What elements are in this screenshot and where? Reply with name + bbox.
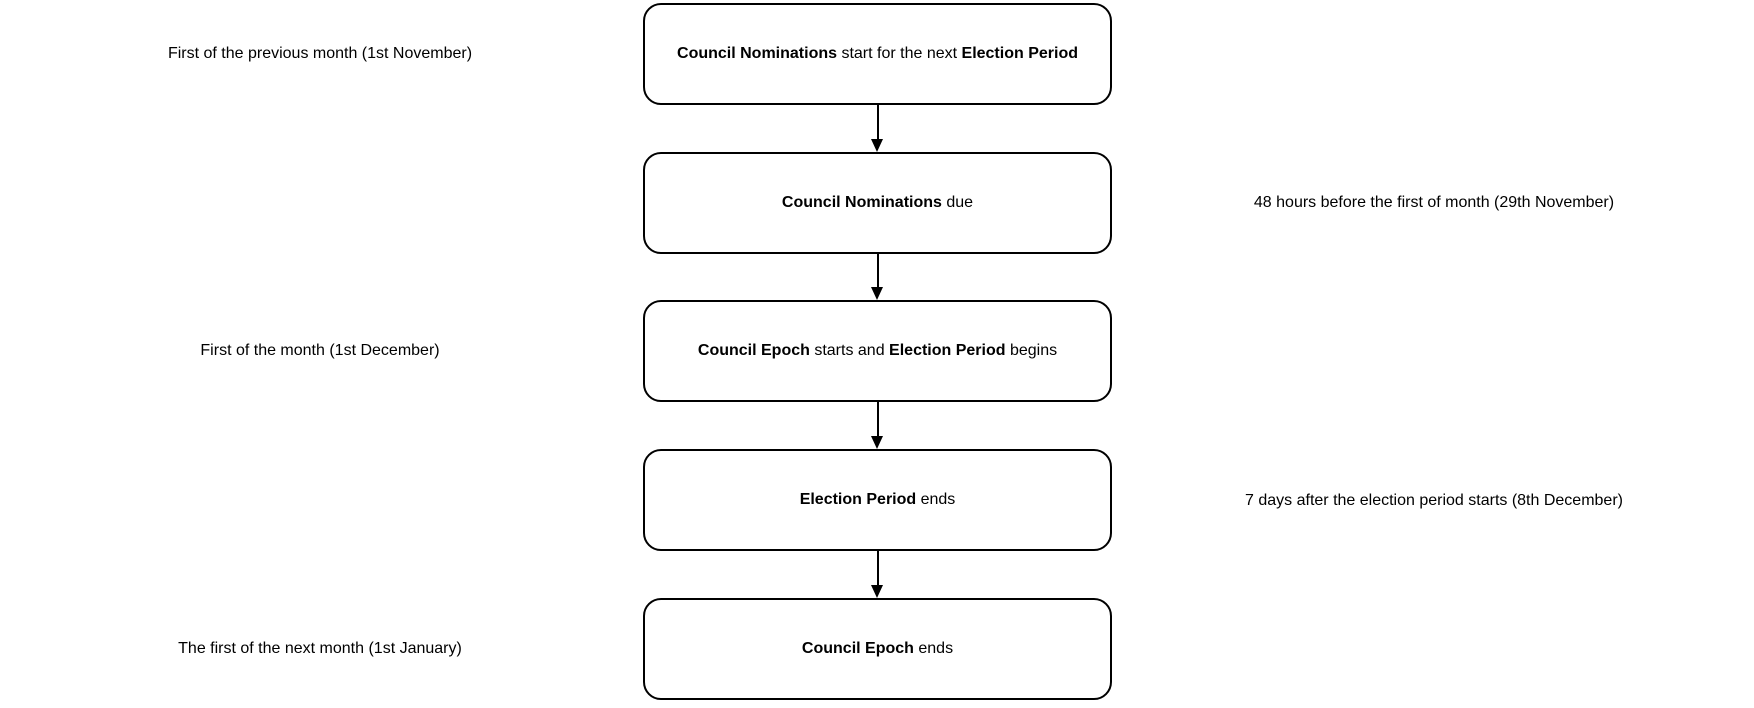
node-label: Council Nominations start for the next E…: [677, 45, 1078, 62]
arrow-down-icon: [871, 436, 883, 449]
node-label: Council Epoch starts and Election Period…: [697, 342, 1058, 359]
arrow-shaft: [876, 551, 879, 587]
arrow-down-icon: [871, 585, 883, 598]
connector-arrow-1: [869, 105, 886, 152]
node-label: Election Period ends: [799, 491, 956, 508]
arrow-shaft: [876, 105, 879, 141]
flow-node-epoch-starts: Council Epoch starts and Election Period…: [643, 300, 1112, 402]
connector-arrow-3: [869, 402, 886, 449]
flow-node-nominations-start: Council Nominations start for the next E…: [643, 3, 1112, 105]
side-label-previous-month: First of the previous month (1st Novembe…: [167, 45, 473, 62]
side-label-next-month: The first of the next month (1st January…: [178, 640, 462, 657]
node-label: Council Epoch ends: [801, 640, 954, 657]
arrow-down-icon: [871, 139, 883, 152]
arrow-down-icon: [871, 287, 883, 300]
side-label-first-of-month: First of the month (1st December): [200, 342, 440, 359]
connector-arrow-4: [869, 551, 886, 598]
connector-arrow-2: [869, 254, 886, 300]
side-label-48-hours-before: 48 hours before the first of month (29th…: [1253, 194, 1615, 211]
flow-node-epoch-ends: Council Epoch ends: [643, 598, 1112, 700]
flow-node-nominations-due: Council Nominations due: [643, 152, 1112, 254]
side-label-7-days-after: 7 days after the election period starts …: [1245, 492, 1623, 509]
node-label: Council Nominations due: [781, 194, 974, 211]
arrow-shaft: [876, 254, 879, 289]
arrow-shaft: [876, 402, 879, 438]
flow-node-election-period-ends: Election Period ends: [643, 449, 1112, 551]
